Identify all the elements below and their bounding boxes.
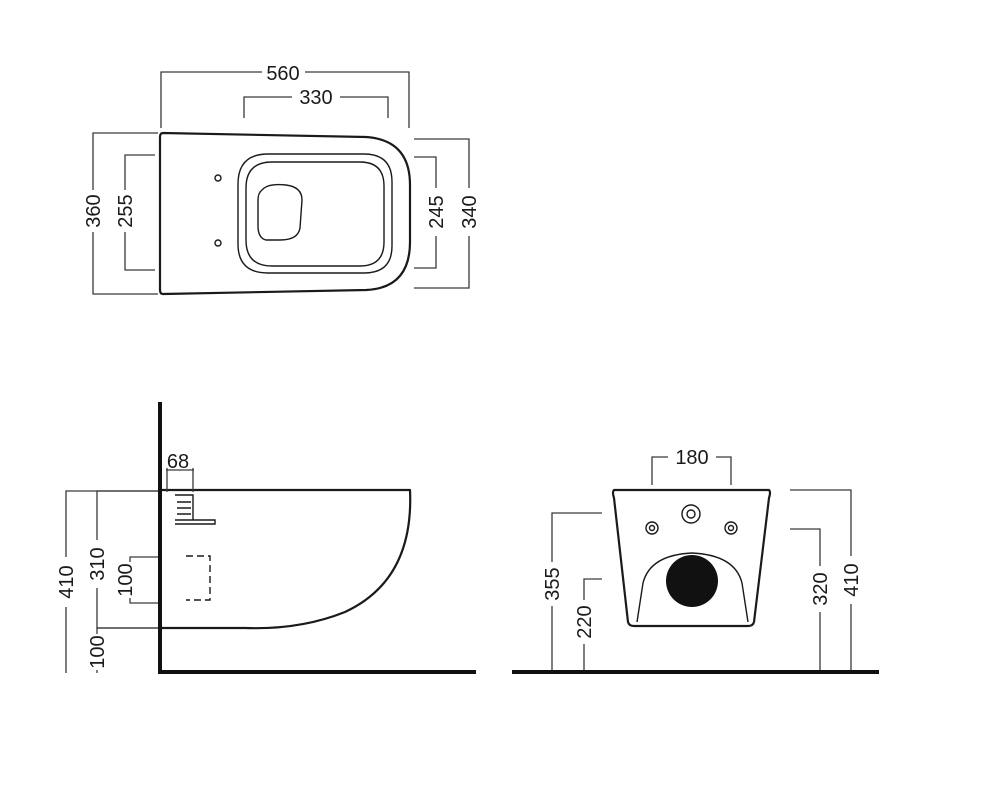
fixing-hole-upper	[214, 174, 222, 182]
dim-line-330	[243, 96, 389, 118]
dim-label-180: 180	[675, 447, 708, 469]
dim-line-180	[651, 456, 732, 485]
dim-line-220	[583, 578, 602, 670]
fixing-bolt-right-inner	[727, 524, 735, 532]
dim-line-68	[166, 468, 194, 492]
dim-line-410-front	[790, 489, 852, 670]
dim-line-255	[124, 154, 155, 271]
dim-line-360	[92, 132, 158, 295]
bowl-front-arch	[636, 552, 749, 623]
flush-connector	[175, 494, 216, 525]
dim-label-310: 310	[87, 547, 109, 580]
dim-label-320: 320	[810, 572, 832, 605]
water-inlet-inner	[686, 509, 696, 519]
dim-line-320	[790, 528, 821, 670]
seat-inner	[245, 161, 385, 267]
fixing-bolt-right	[724, 521, 738, 535]
side-view: 68 410 310 100 100	[56, 402, 476, 674]
bowl-side-profile	[162, 488, 412, 630]
outlet-hole	[666, 555, 718, 607]
dim-line-245	[414, 156, 437, 269]
outlet-dashed	[186, 555, 211, 601]
dim-label-330: 330	[299, 87, 332, 109]
dim-label-410-side: 410	[56, 565, 78, 598]
dim-line-340	[414, 138, 470, 289]
fixing-bolt-left-inner	[648, 524, 656, 532]
dim-label-410-front: 410	[841, 563, 863, 596]
water-inlet-outer	[681, 504, 701, 524]
top-view: 560 330 360 255 245 340	[83, 63, 481, 296]
dim-line-410-side	[65, 490, 158, 673]
dim-line-100-outlet	[129, 556, 158, 604]
dim-label-245: 245	[426, 195, 448, 228]
dim-line-560	[160, 71, 410, 128]
dim-label-100-floor: 100	[87, 635, 109, 668]
dim-line-100-floor	[96, 627, 158, 673]
dim-label-220: 220	[574, 605, 596, 638]
dim-label-360: 360	[83, 194, 105, 227]
dim-label-340: 340	[459, 195, 481, 228]
dim-label-560: 560	[266, 63, 299, 85]
dim-label-255: 255	[115, 194, 137, 227]
fixing-bolt-left	[645, 521, 659, 535]
dim-line-355	[551, 512, 602, 670]
dim-label-355: 355	[542, 567, 564, 600]
bowl-opening	[257, 183, 303, 241]
seat-outer	[237, 153, 393, 274]
dim-label-100-outlet: 100	[115, 563, 137, 596]
bowl-top-outline	[158, 131, 412, 296]
front-view: 180 355 220 320 410	[512, 447, 879, 674]
dim-label-68: 68	[167, 451, 189, 473]
fixing-hole-lower	[214, 239, 222, 247]
